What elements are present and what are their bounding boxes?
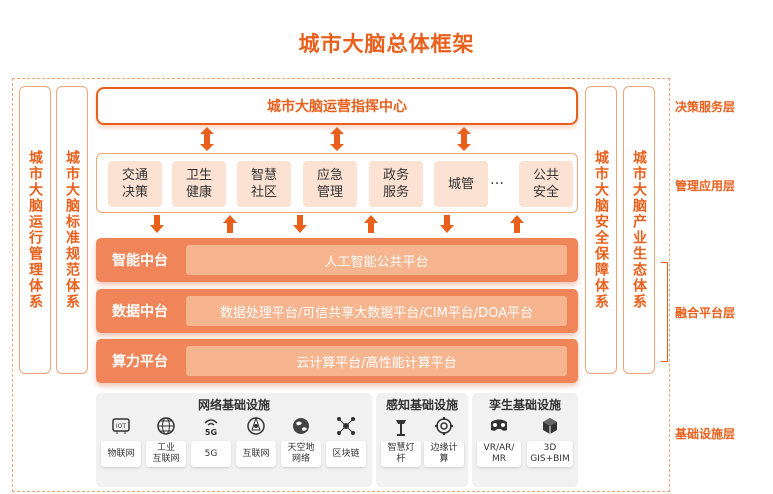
platform-content: 人工智能公共平台 <box>186 245 567 275</box>
infra-group-title: 孪生基础设施 <box>488 398 561 412</box>
infra-item-iot: IOT 物联网 <box>101 415 141 467</box>
arrow-down-icon <box>150 215 164 233</box>
platform-content: 数据处理平台/可信共享大数据平台/CIM平台/DOA平台 <box>186 296 567 326</box>
earth-icon <box>290 415 312 437</box>
street-lamp-icon <box>390 415 412 437</box>
layer-label-decision: 决策服务层 <box>675 100 736 114</box>
side-column-label: 城市大脑标准规范体系 <box>64 150 80 310</box>
app-item-health: 卫生健康 <box>172 161 226 207</box>
edge-compute-icon <box>433 415 455 437</box>
side-column-operation: 城市大脑运行管理体系 <box>19 86 51 374</box>
double-arrow-icon <box>457 127 471 151</box>
arrow-down-icon <box>440 215 454 233</box>
layer-label-platform: 融合平台层 <box>675 306 736 320</box>
side-column-label: 城市大脑运行管理体系 <box>27 150 43 310</box>
internet-icon <box>245 415 267 437</box>
arrow-up-icon <box>364 215 378 233</box>
platform-label: 数据中台 <box>112 304 168 320</box>
framework-outline <box>12 78 670 492</box>
platform-label: 智能中台 <box>112 253 168 269</box>
vr-headset-icon <box>488 415 510 437</box>
side-column-standards: 城市大脑标准规范体系 <box>56 86 88 374</box>
double-arrow-icon <box>330 127 344 151</box>
side-column-industry: 城市大脑产业生态体系 <box>623 86 655 374</box>
diagram-title: 城市大脑总体框架 <box>298 32 475 56</box>
layer-label-application: 管理应用层 <box>675 179 736 193</box>
arrow-up-icon <box>223 215 237 233</box>
infra-network-group: 网络基础设施 IOT 物联网 工业互联网 5G 5G 互联网 天空地网络 区块链 <box>96 393 372 487</box>
arrow-up-icon <box>510 215 524 233</box>
app-item-urban-management: 城管 <box>434 161 488 207</box>
side-column-label: 城市大脑产业生态体系 <box>631 150 647 310</box>
infra-sensing-group: 感知基础设施 智慧灯杆 边缘计算 <box>376 393 468 487</box>
platform-ai: 智能中台 人工智能公共平台 <box>96 238 578 282</box>
platform-label: 算力平台 <box>112 354 168 370</box>
platform-layer-bracket <box>661 262 668 362</box>
infra-item-vr-ar-mr: VR/AR/MR <box>477 415 521 467</box>
application-layer-box: 交通决策 卫生健康 智慧社区 应急管理 政务服务 城管 … 公共安全 <box>96 153 578 213</box>
svg-text:IOT: IOT <box>116 423 126 430</box>
infra-item-edge-computing: 边缘计算 <box>424 415 464 467</box>
app-item-community: 智慧社区 <box>237 161 291 207</box>
iot-chip-icon: IOT <box>110 415 132 437</box>
infra-item-industrial-internet: 工业互联网 <box>146 415 186 467</box>
platform-data: 数据中台 数据处理平台/可信共享大数据平台/CIM平台/DOA平台 <box>96 289 578 333</box>
infra-group-title: 感知基础设施 <box>385 398 458 412</box>
infra-item-space-air-ground: 天空地网络 <box>281 415 321 467</box>
infra-item-smart-lamp: 智慧灯杆 <box>381 415 421 467</box>
command-center-box: 城市大脑运营指挥中心 <box>96 87 578 125</box>
app-item-public-safety: 公共安全 <box>519 161 573 207</box>
platform-compute: 算力平台 云计算平台/高性能计算平台 <box>96 339 578 383</box>
app-item-transport: 交通决策 <box>108 161 162 207</box>
svg-text:5G: 5G <box>205 428 217 436</box>
side-column-security: 城市大脑安全保障体系 <box>585 86 617 374</box>
arrow-down-icon <box>293 215 307 233</box>
app-item-emergency: 应急管理 <box>303 161 357 207</box>
layer-label-infrastructure: 基础设施层 <box>675 427 736 441</box>
more-apps-ellipsis: … <box>490 172 504 188</box>
double-arrow-icon <box>200 127 214 151</box>
app-item-government: 政务服务 <box>369 161 423 207</box>
globe-icon <box>155 415 177 437</box>
cube-icon <box>539 415 561 437</box>
infra-item-internet: 互联网 <box>236 415 276 467</box>
blockchain-icon <box>335 415 357 437</box>
infra-item-blockchain: 区块链 <box>326 415 366 467</box>
platform-content: 云计算平台/高性能计算平台 <box>186 346 567 376</box>
side-column-label: 城市大脑安全保障体系 <box>593 150 609 310</box>
infra-group-title: 网络基础设施 <box>197 398 270 412</box>
wifi-5g-icon: 5G <box>200 415 222 437</box>
infra-item-5g: 5G 5G <box>191 415 231 467</box>
